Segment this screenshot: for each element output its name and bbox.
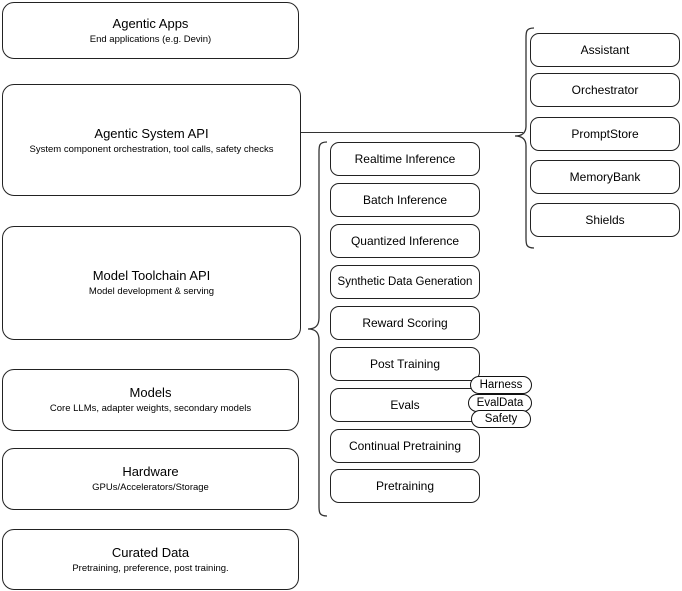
toolchain-item-post-training[interactable]: Post Training (330, 347, 480, 381)
layer-title: Agentic System API (94, 126, 209, 141)
system-item-assistant[interactable]: Assistant (530, 33, 680, 67)
layer-box-agentic-apps[interactable]: Agentic Apps End applications (e.g. Devi… (2, 2, 299, 59)
toolchain-item-continual-pretraining[interactable]: Continual Pretraining (330, 429, 480, 463)
layer-title: Models (129, 385, 172, 400)
system-item-memorybank[interactable]: MemoryBank (530, 160, 680, 194)
layer-subtitle: Pretraining, preference, post training. (72, 562, 229, 574)
layer-subtitle: End applications (e.g. Devin) (89, 33, 212, 45)
layer-subtitle: System component orchestration, tool cal… (29, 144, 274, 155)
layer-subtitle: Core LLMs, adapter weights, secondary mo… (49, 403, 252, 414)
layer-box-curated-data[interactable]: Curated Data Pretraining, preference, po… (2, 529, 299, 590)
toolchain-item-reward-scoring[interactable]: Reward Scoring (330, 306, 480, 340)
layer-subtitle: GPUs/Accelerators/Storage (92, 482, 209, 493)
layer-title: Agentic Apps (112, 15, 189, 31)
layer-box-hardware[interactable]: Hardware GPUs/Accelerators/Storage (2, 448, 299, 510)
toolchain-item-quantized-inference[interactable]: Quantized Inference (330, 224, 480, 258)
eval-tag-evaldata[interactable]: EvalData (468, 394, 532, 412)
layer-box-models[interactable]: Models Core LLMs, adapter weights, secon… (2, 369, 299, 431)
layer-title: Curated Data (111, 544, 190, 560)
toolchain-item-pretraining[interactable]: Pretraining (330, 469, 480, 503)
layer-title: Model Toolchain API (92, 268, 211, 283)
eval-tag-safety[interactable]: Safety (471, 410, 531, 428)
system-item-shields[interactable]: Shields (530, 203, 680, 237)
layer-box-model-toolchain-api[interactable]: Model Toolchain API Model development & … (2, 226, 301, 340)
connector-line-system-api (301, 132, 523, 134)
layer-title: Hardware (122, 464, 179, 479)
brace-toolchain (307, 141, 328, 517)
system-item-orchestrator[interactable]: Orchestrator (530, 73, 680, 107)
toolchain-item-realtime-inference[interactable]: Realtime Inference (330, 142, 480, 176)
toolchain-item-evals[interactable]: Evals (330, 388, 480, 422)
toolchain-item-batch-inference[interactable]: Batch Inference (330, 183, 480, 217)
layer-subtitle: Model development & serving (88, 286, 215, 297)
system-item-promptstore[interactable]: PromptStore (530, 117, 680, 151)
layer-box-agentic-system-api[interactable]: Agentic System API System component orch… (2, 84, 301, 196)
toolchain-item-synthetic-data-generation[interactable]: Synthetic Data Generation (330, 265, 480, 299)
eval-tag-harness[interactable]: Harness (470, 376, 532, 394)
brace-agentic-system (514, 27, 535, 249)
